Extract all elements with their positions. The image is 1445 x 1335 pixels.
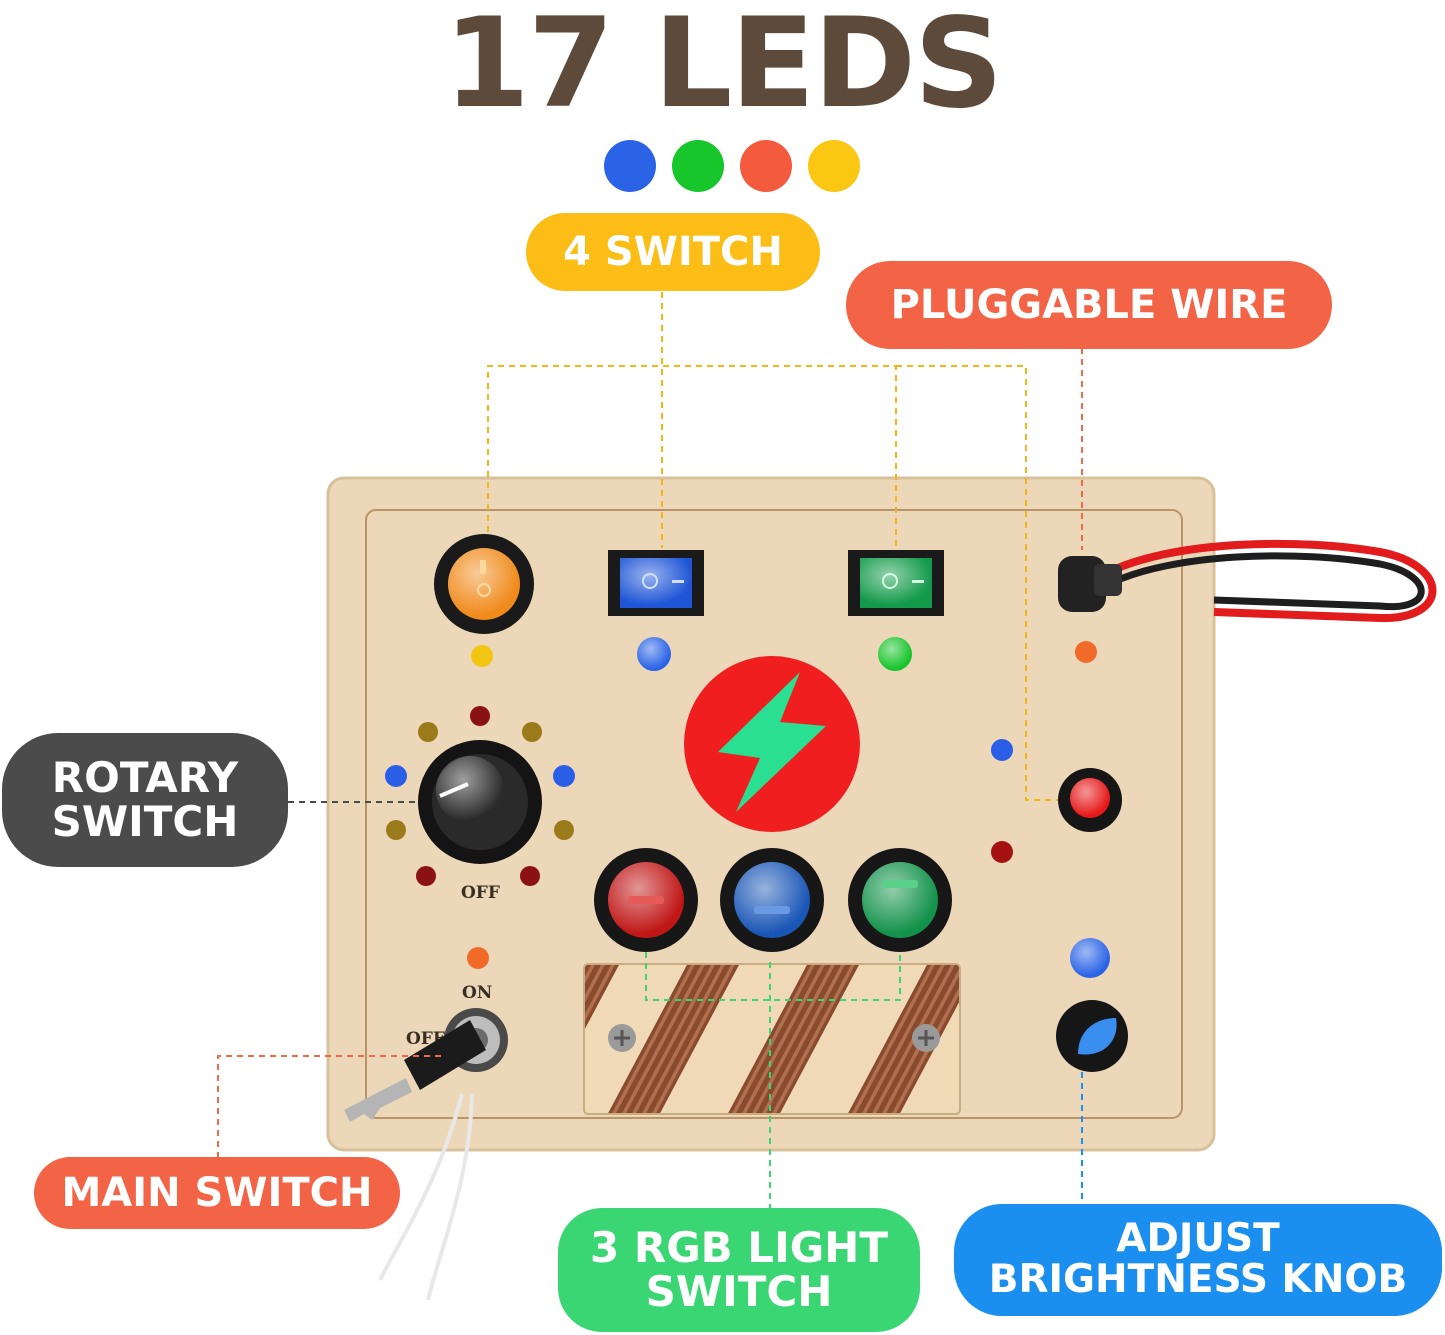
rotary-off-label: OFF (461, 883, 500, 903)
callout-4-switch-label: 4 SWITCH (563, 229, 783, 275)
lightning-bolt-icon (684, 656, 860, 832)
callout-rgb-light-switch: 3 RGB LIGHT SWITCH (558, 1208, 920, 1332)
callout-main-switch: MAIN SWITCH (34, 1157, 400, 1229)
callout-rgb-line1: 3 RGB LIGHT (590, 1222, 888, 1272)
brightness-knob[interactable] (1056, 1000, 1128, 1072)
orange-led (1075, 641, 1097, 663)
callout-pluggable-wire: PLUGGABLE WIRE (846, 261, 1332, 349)
yellow-led (471, 645, 493, 667)
key-switch[interactable] (344, 1008, 508, 1301)
green-rocker-switch[interactable] (848, 550, 944, 616)
orange-rocker-switch[interactable] (434, 534, 534, 634)
blue-rgb-switch[interactable] (720, 848, 824, 952)
small-blue-led (991, 739, 1013, 761)
callout-rotary-switch: ROTARY SWITCH (2, 733, 288, 867)
rotary-leds (385, 706, 575, 886)
callout-knob-line2: BRIGHTNESS KNOB (988, 1257, 1408, 1302)
red-rgb-switch[interactable] (594, 848, 698, 952)
callout-main-switch-label: MAIN SWITCH (61, 1170, 373, 1216)
blue-color-dot (604, 140, 656, 192)
green-rgb-switch[interactable] (848, 848, 952, 952)
red-color-dot (740, 140, 792, 192)
callout-4-switch: 4 SWITCH (526, 213, 820, 291)
yellow-color-dot (808, 140, 860, 192)
callout-connectors (217, 292, 1083, 1208)
callout-knob-line1: ADJUST (1116, 1216, 1280, 1262)
callout-rotary-line1: ROTARY (51, 752, 239, 802)
callout-pluggable-wire-label: PLUGGABLE WIRE (890, 282, 1288, 328)
main-switch-led (467, 947, 489, 969)
blue-rocker-switch[interactable] (608, 550, 704, 616)
callout-rgb-line2: SWITCH (645, 1267, 833, 1316)
small-red-led (991, 841, 1013, 863)
green-color-dot (672, 140, 724, 192)
pluggable-wire[interactable] (1058, 539, 1437, 623)
callout-brightness-knob: ADJUST BRIGHTNESS KNOB (954, 1204, 1442, 1316)
page-title: 17 LEDS (443, 0, 1004, 136)
key-on-label: ON (462, 983, 492, 1003)
rotary-knob[interactable] (418, 740, 542, 864)
callout-rotary-line2: SWITCH (51, 797, 239, 846)
striped-cover-plate (583, 963, 961, 1115)
red-push-button[interactable] (1058, 768, 1122, 832)
